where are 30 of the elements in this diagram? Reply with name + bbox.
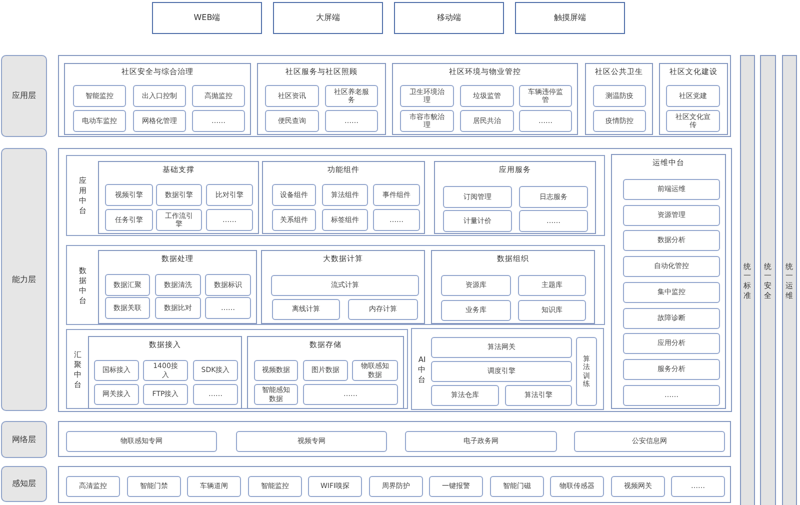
group-box bbox=[659, 63, 728, 135]
group-box bbox=[98, 250, 257, 324]
group-box bbox=[88, 336, 242, 409]
group-box bbox=[257, 63, 386, 135]
layer-tab: 感知层 bbox=[1, 466, 47, 502]
group-box bbox=[261, 250, 425, 324]
group-box bbox=[392, 63, 578, 135]
layer-panel bbox=[58, 148, 732, 412]
platform-box bbox=[66, 245, 605, 325]
layer-tab: 网络层 bbox=[1, 421, 47, 458]
group-box bbox=[585, 63, 653, 135]
group-box bbox=[611, 154, 726, 409]
layer-tab: 能力层 bbox=[1, 148, 47, 411]
client-box: WEB端 bbox=[152, 2, 262, 34]
group-box bbox=[262, 161, 425, 234]
group-box bbox=[98, 161, 259, 234]
client-box: 移动端 bbox=[394, 2, 504, 34]
client-box: 大屏端 bbox=[273, 2, 383, 34]
layer-panel bbox=[58, 55, 731, 137]
client-box: 触摸屏端 bbox=[515, 2, 625, 34]
group-box bbox=[64, 63, 251, 135]
platform-box bbox=[411, 328, 604, 410]
platform-box bbox=[66, 329, 408, 409]
layer-panel bbox=[58, 466, 731, 503]
platform-box bbox=[66, 155, 605, 236]
layer-tab: 应用层 bbox=[1, 55, 47, 137]
group-box bbox=[431, 250, 595, 324]
layer-panel bbox=[58, 421, 731, 457]
group-box bbox=[434, 161, 596, 234]
group-box bbox=[247, 336, 404, 409]
